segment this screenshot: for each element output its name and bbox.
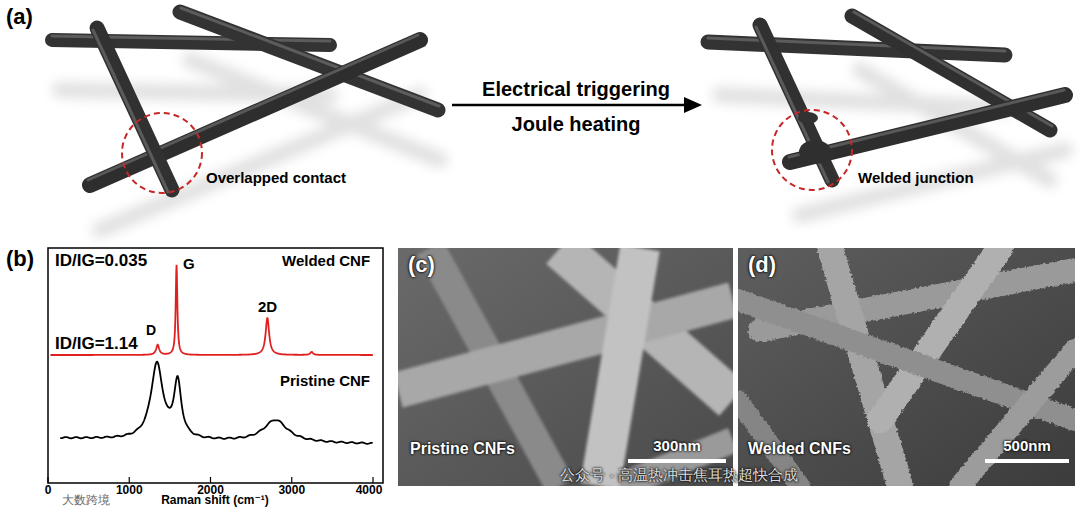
image-caption: Pristine CNFs bbox=[410, 440, 515, 458]
tick bbox=[210, 477, 211, 483]
tick-label: 4000 bbox=[356, 484, 383, 498]
series-label: Welded CNF bbox=[282, 252, 370, 269]
panel-letter: (b) bbox=[6, 246, 34, 271]
scale-label: 500nm bbox=[1003, 437, 1051, 454]
arrow-head bbox=[684, 97, 702, 113]
ratio-label: ID/IG=0.035 bbox=[55, 251, 147, 271]
tick-label: 3000 bbox=[278, 484, 305, 498]
peak-label: 2D bbox=[258, 298, 277, 315]
fiber bbox=[398, 300, 733, 390]
rod-highlight bbox=[789, 90, 1064, 157]
image-caption: Welded CNFs bbox=[748, 440, 851, 458]
callout-label: Overlapped contact bbox=[206, 169, 346, 186]
sem-background bbox=[738, 248, 1075, 486]
axis-title: Raman shift (cm⁻¹) bbox=[161, 494, 269, 508]
contact-circle bbox=[122, 113, 202, 193]
rod-highlight bbox=[708, 38, 1005, 51]
rod bbox=[760, 25, 832, 180]
rod-highlight bbox=[93, 30, 168, 192]
chart-frame bbox=[48, 248, 383, 483]
peak-label: G bbox=[183, 255, 195, 272]
art-part bbox=[738, 248, 1075, 486]
junction-circle bbox=[772, 110, 852, 190]
callout-label: Welded junction bbox=[858, 169, 974, 186]
shadow bbox=[720, 95, 1005, 108]
art-part bbox=[398, 248, 733, 486]
tick bbox=[129, 477, 130, 483]
peak-label: D bbox=[146, 322, 156, 338]
scale-bar bbox=[985, 459, 1069, 463]
axis-ticks bbox=[48, 477, 373, 483]
process-arrow bbox=[452, 104, 688, 107]
ratio-label: ID/IG=1.14 bbox=[55, 334, 138, 354]
fiber bbox=[960, 350, 1075, 486]
panel-letter: (a) bbox=[6, 4, 33, 29]
scale-bar bbox=[628, 459, 726, 463]
panel-letter: (c) bbox=[408, 252, 435, 277]
process-label: Electrical triggering bbox=[482, 78, 670, 101]
tick-label: 0 bbox=[45, 484, 52, 498]
tick-label: 1000 bbox=[116, 484, 143, 498]
scale-label: 300nm bbox=[653, 437, 701, 454]
welded-rods bbox=[708, 12, 1065, 182]
panel-letter: (d) bbox=[748, 252, 776, 277]
sem-image-pristine bbox=[398, 248, 733, 486]
fiber bbox=[600, 248, 640, 486]
process-label: Joule heating bbox=[512, 113, 641, 136]
weld-node bbox=[798, 112, 818, 124]
watermark: 公众号 · 高温热冲击焦耳热超快合成 bbox=[560, 466, 798, 483]
rod-shadows bbox=[60, 60, 1065, 230]
rod bbox=[97, 28, 172, 190]
series-label: Pristine CNF bbox=[280, 372, 370, 389]
watermark: 大数跨境 bbox=[62, 494, 110, 508]
tick bbox=[372, 477, 373, 483]
welded-spectrum bbox=[50, 265, 372, 355]
sem-image-welded bbox=[738, 248, 1075, 486]
rod bbox=[790, 95, 1065, 162]
nanofiber-rods bbox=[52, 8, 439, 192]
pristine-spectrum bbox=[60, 362, 372, 444]
tick bbox=[291, 477, 292, 483]
sem-background bbox=[398, 248, 733, 486]
weld-node bbox=[799, 140, 831, 164]
tick bbox=[47, 477, 48, 483]
